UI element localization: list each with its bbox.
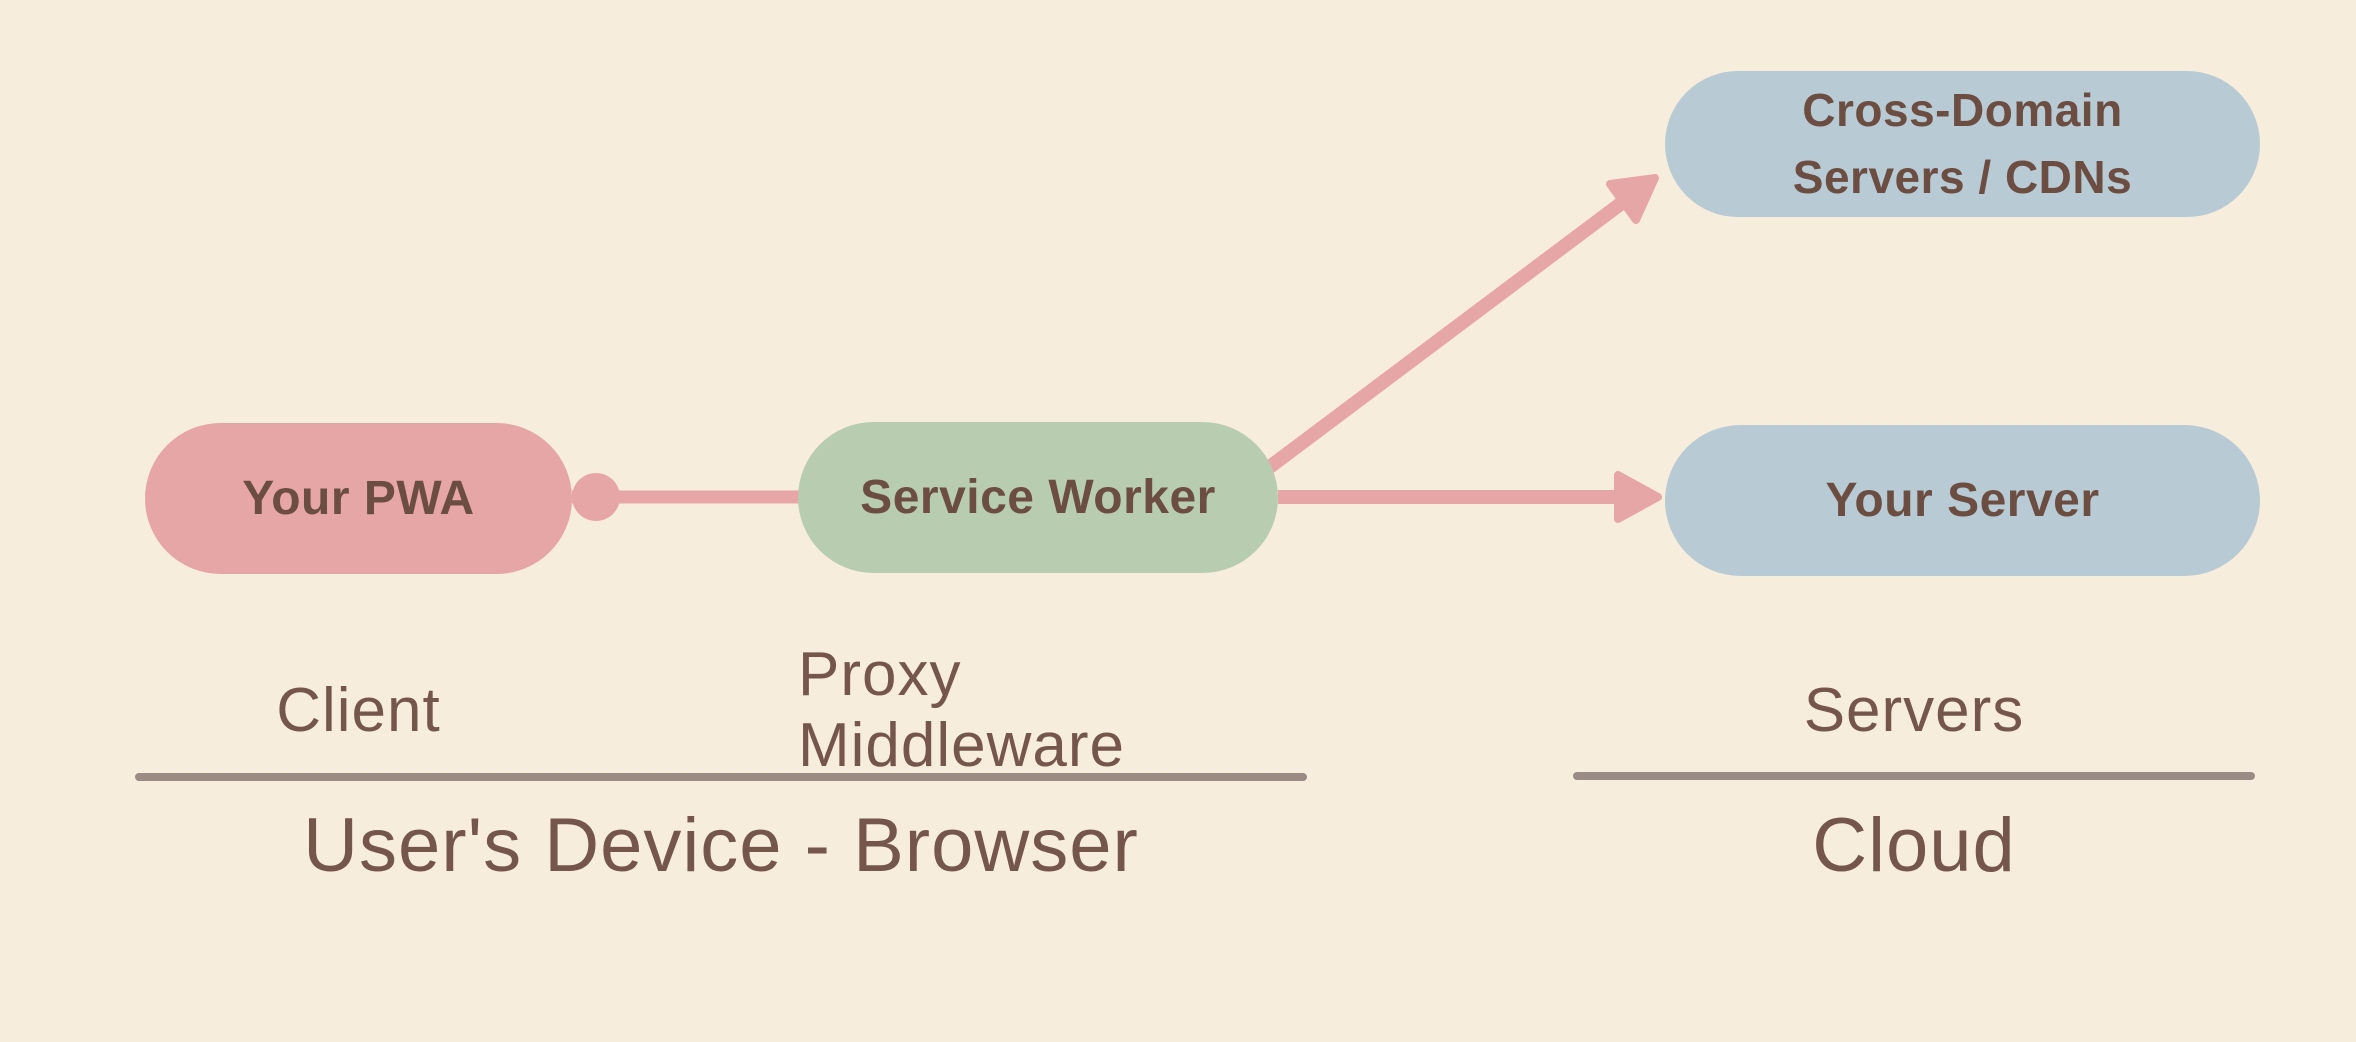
sublabel-proxy-middleware: Proxy Middleware <box>798 640 1278 780</box>
connector-pwa-dot <box>572 473 620 521</box>
node-your-pwa-label: Your PWA <box>242 471 475 525</box>
arrow-sw-to-crossdomain-head <box>1606 174 1659 224</box>
node-cross-domain-label-line1: Cross-Domain <box>1802 84 2123 137</box>
sublabel-client-text: Client <box>276 675 441 745</box>
arrow-sw-to-crossdomain-line <box>1258 196 1628 478</box>
node-your-server: Your Server <box>1665 425 2260 576</box>
sublabel-proxy-middleware-text: Proxy Middleware <box>798 640 1126 780</box>
group-label-cloud-text: Cloud <box>1812 802 2016 888</box>
node-cross-domain-label: Cross-Domain Servers / CDNs <box>1793 77 2132 210</box>
arrow-sw-to-server-head <box>1614 471 1662 523</box>
group-label-cloud: Cloud <box>1573 803 2255 888</box>
sublabel-servers-text: Servers <box>1803 675 2025 745</box>
node-your-pwa: Your PWA <box>145 423 572 574</box>
node-service-worker: Service Worker <box>798 422 1278 573</box>
sublabel-client: Client <box>145 672 572 748</box>
group-label-users-device-browser: User's Device - Browser <box>135 803 1307 888</box>
node-your-server-label: Your Server <box>1825 473 2100 527</box>
node-service-worker-label: Service Worker <box>860 470 1216 524</box>
group-label-users-device-browser-text: User's Device - Browser <box>303 802 1139 888</box>
node-cross-domain-label-line2: Servers / CDNs <box>1792 151 2133 203</box>
sublabel-servers: Servers <box>1573 672 2255 748</box>
node-cross-domain-servers: Cross-Domain Servers / CDNs <box>1665 71 2260 217</box>
